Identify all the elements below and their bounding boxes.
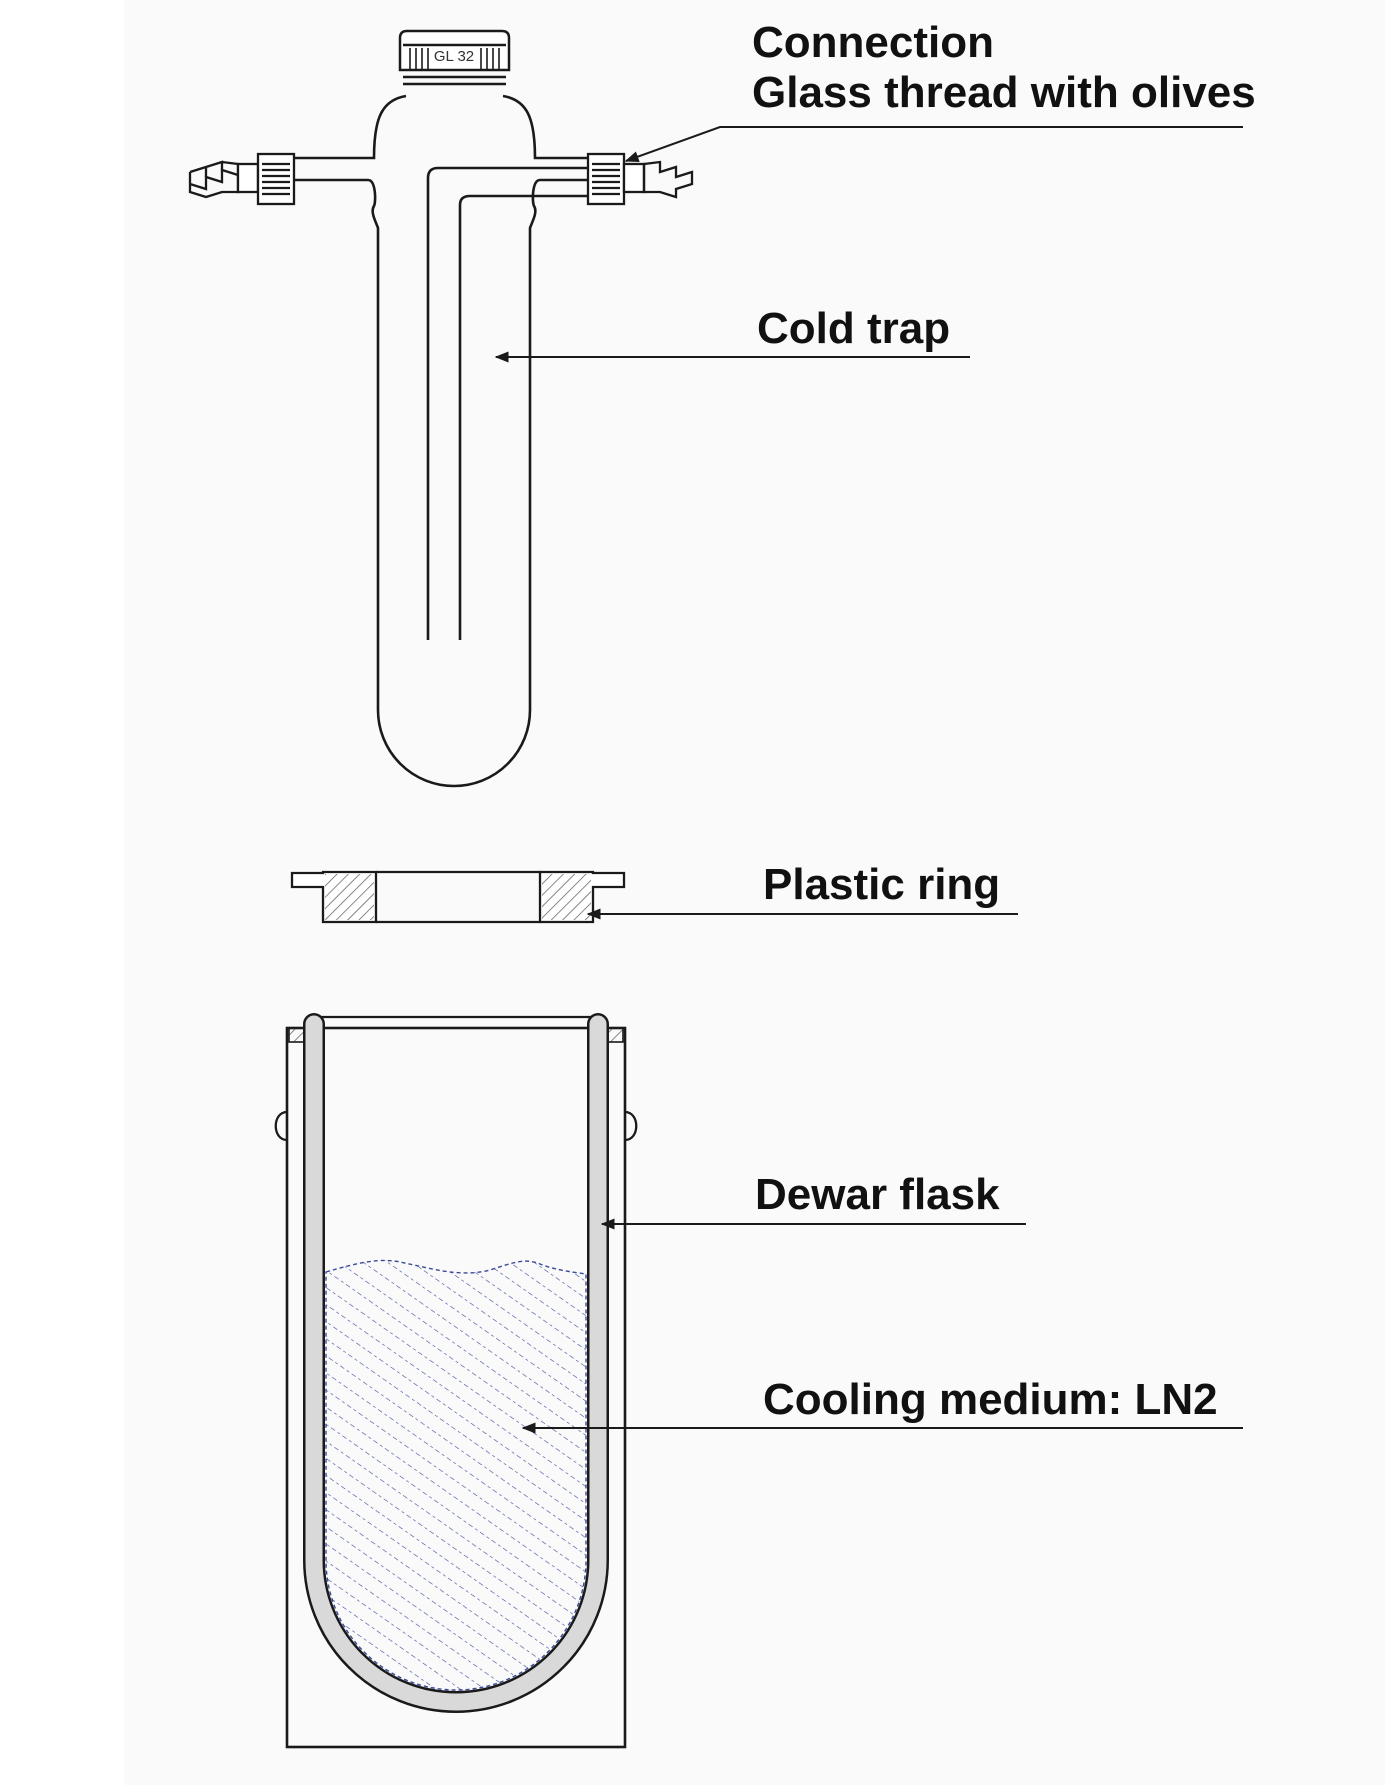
gl32-screw-cap [398,29,511,86]
cap-marking: GL 32 [434,48,474,65]
dewar-housing [285,1026,627,1749]
label-glass-thread-with-olives: Glass thread with olives [752,68,1256,117]
dewar-flask [274,1013,638,1749]
connection-leader [624,126,1243,162]
plastic-ring [290,870,626,924]
label-dewar-flask: Dewar flask [755,1170,1000,1219]
left-hose-olive [188,152,296,206]
cap-grip-ridges [409,48,500,70]
label-cold-trap: Cold trap [757,304,951,353]
dewar-handle-right [624,1110,638,1142]
label-cooling-medium: Cooling medium: LN2 [763,1375,1218,1424]
ln2-cooling-medium [325,1259,587,1691]
label-plastic-ring: Plastic ring [763,860,1001,909]
right-hose-olive [586,152,694,206]
dewar-handle-left [274,1110,288,1142]
cold-trap-glass-body [292,94,588,788]
label-connection: Connection [752,18,994,67]
leader-lines [494,126,1243,1434]
